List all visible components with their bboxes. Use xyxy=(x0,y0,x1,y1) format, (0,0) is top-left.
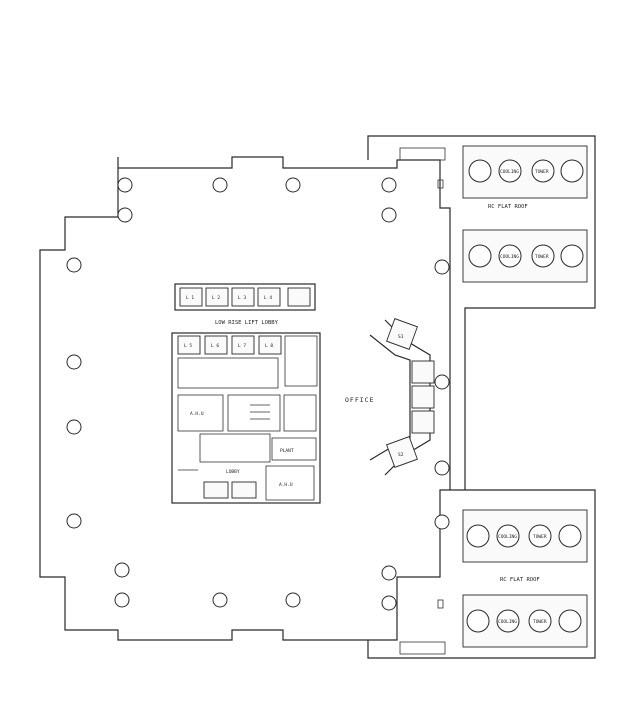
lower-cooling-tower-2: COOLING TOWER xyxy=(462,594,588,648)
stair-label: S2 xyxy=(398,452,404,458)
upper-vent xyxy=(437,179,444,189)
service-room-label: PLANT xyxy=(280,448,294,454)
upper-cooling-tower-1: COOLING TOWER xyxy=(462,145,588,199)
lift-bank-upper: L 1 L 2 L 3 L 4 xyxy=(174,283,316,311)
lift-label: L 1 xyxy=(186,295,194,301)
equipment-label: COOLING xyxy=(498,534,517,540)
flat-roof-label-upper: RC FLAT ROOF xyxy=(488,204,528,210)
lift-label: L 6 xyxy=(211,343,219,349)
lower-cooling-tower-1: COOLING TOWER xyxy=(462,509,588,563)
lift-label: L 3 xyxy=(238,295,246,301)
equipment-label: TOWER xyxy=(533,534,547,540)
lift-label: L 5 xyxy=(184,343,192,349)
lower-roof-wing xyxy=(367,489,596,659)
upper-roof-wing xyxy=(367,135,596,490)
service-room-label: A.H.U xyxy=(279,482,293,488)
equipment-label: TOWER xyxy=(533,619,547,625)
upper-cooling-tower-2: COOLING TOWER xyxy=(462,229,588,283)
east-core: S1 S2 xyxy=(369,318,435,476)
core-service-rooms: A.H.U PLANT A.H.U LOBBY xyxy=(177,335,318,501)
outer-wall xyxy=(39,156,451,641)
equipment-label: COOLING xyxy=(498,619,517,625)
service-room-label: A.H.U xyxy=(190,411,204,417)
structural-columns xyxy=(66,177,450,611)
equipment-label: COOLING xyxy=(500,254,519,260)
flat-roof-label-lower: RC FLAT ROOF xyxy=(500,577,540,583)
lift-lobby-label: LOW RISE LIFT LOBBY xyxy=(215,320,279,326)
lift-label: L 8 xyxy=(265,343,273,349)
lower-link-structure xyxy=(399,641,446,655)
upper-link-structure xyxy=(399,147,446,161)
lower-vent xyxy=(437,599,444,609)
lift-label: L 7 xyxy=(238,343,246,349)
office-label: OFFICE xyxy=(345,396,374,404)
stair-label: S1 xyxy=(398,334,404,340)
equipment-label: TOWER xyxy=(535,169,549,175)
lift-label: L 4 xyxy=(264,295,272,301)
lift-label: L 2 xyxy=(212,295,220,301)
equipment-label: TOWER xyxy=(535,254,549,260)
equipment-label: COOLING xyxy=(500,169,519,175)
small-lobby-label: LOBBY xyxy=(226,469,240,475)
lift-bank-lower: L 5 L 6 L 7 L 8 xyxy=(171,332,321,504)
